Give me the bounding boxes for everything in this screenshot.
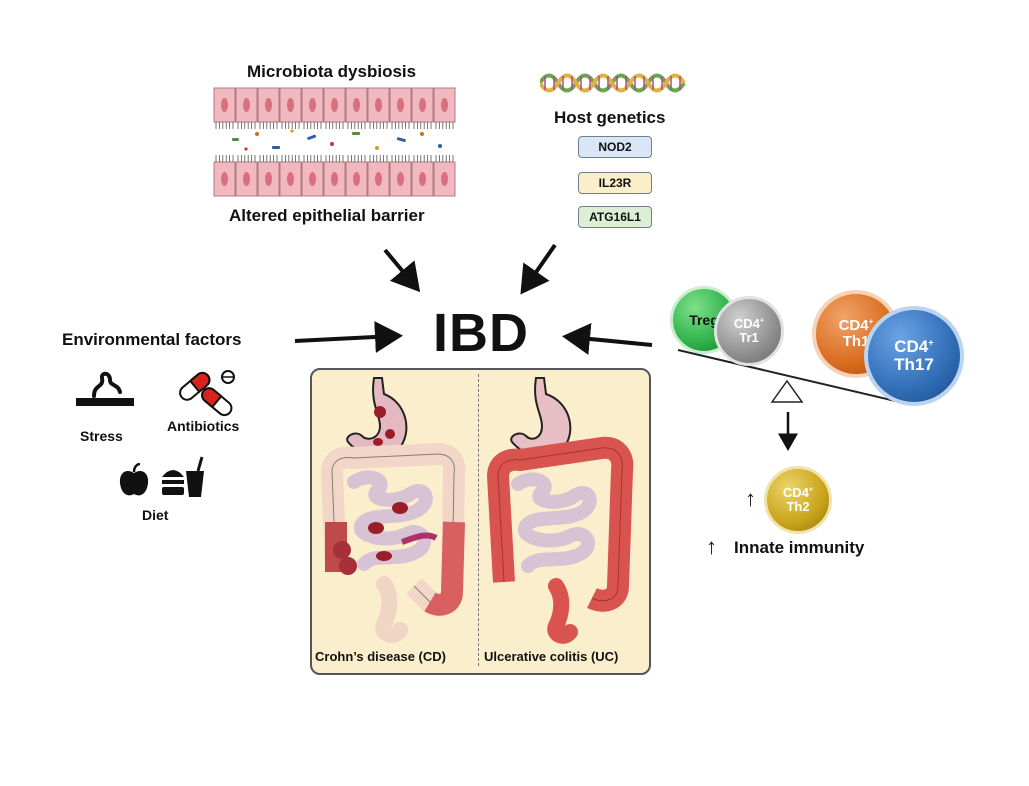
- dna-helix-icon: [540, 73, 686, 93]
- tr1-label: Tr1: [739, 330, 759, 345]
- treg-label: Treg: [689, 311, 719, 328]
- cell-nucleus: [221, 98, 228, 112]
- tr1-cd4: CD4: [733, 316, 760, 332]
- cell-nucleus: [441, 98, 448, 112]
- tr1-cell: CD4+ Tr1: [714, 296, 784, 366]
- cell-nucleus: [353, 98, 360, 112]
- cell-nucleus: [375, 172, 382, 186]
- gene-il23r: IL23R: [578, 172, 652, 194]
- cell-nucleus: [287, 98, 294, 112]
- cell-nucleus: [243, 172, 250, 186]
- antibiotics-label: Antibiotics: [167, 418, 240, 434]
- cell-nucleus: [353, 172, 360, 186]
- host-genetics-title: Host genetics: [554, 108, 666, 127]
- th1-label: Th1: [842, 333, 870, 350]
- epithelial-barrier-illustration: [213, 87, 456, 197]
- seesaw-beam: [677, 349, 909, 405]
- th17-cd4: CD4: [894, 337, 929, 357]
- cell-nucleus: [419, 172, 426, 186]
- cell-nucleus: [243, 98, 250, 112]
- cell-nucleus: [309, 172, 316, 186]
- smoking-icon: [76, 371, 134, 406]
- cell-nucleus: [397, 98, 404, 112]
- cell-nucleus: [397, 172, 404, 186]
- innate-immunity-label: Innate immunity: [734, 538, 865, 557]
- epithelial-barrier-label: Altered epithelial barrier: [229, 206, 425, 225]
- th2-cd4: CD4: [782, 485, 809, 501]
- th2-up-arrow: ↑: [745, 486, 756, 511]
- stress-label: Stress: [80, 428, 123, 444]
- th2-cell: CD4+ Th2: [764, 466, 832, 534]
- panel-divider: [478, 374, 479, 666]
- arrow-microbiota-to-ibd: [383, 248, 421, 293]
- diet-label: Diet: [142, 507, 169, 523]
- seesaw-fulcrum: [770, 379, 804, 403]
- fast-food-icon: [162, 456, 204, 497]
- ulcerative-colitis-label: Ulcerative colitis (UC): [484, 649, 619, 664]
- arrow-genetics-to-ibd: [520, 243, 557, 295]
- th1-cd4: CD4: [838, 317, 869, 335]
- th2-label: Th2: [786, 499, 810, 514]
- th17-cell: CD4+ Th17: [864, 306, 964, 406]
- cell-nucleus: [331, 172, 338, 186]
- pills-icon: [179, 370, 235, 417]
- cell-nucleus: [375, 98, 382, 112]
- bacteria-icons: [232, 129, 442, 151]
- innate-up-arrow: ↑: [706, 534, 717, 559]
- th17-label: Th17: [894, 355, 934, 374]
- crohns-disease-label: Crohn’s disease (CD): [315, 649, 446, 664]
- gene-nod2: NOD2: [578, 136, 652, 158]
- cell-nucleus: [309, 98, 316, 112]
- ibd-label: IBD: [433, 303, 529, 363]
- gene-atg16l1: ATG16L1: [578, 206, 652, 228]
- apple-icon: [119, 463, 149, 496]
- cell-nucleus: [441, 172, 448, 186]
- cell-nucleus: [265, 98, 272, 112]
- microbiota-title: Microbiota dysbiosis: [247, 62, 417, 81]
- cell-nucleus: [265, 172, 272, 186]
- arrow-environment-to-ibd: [294, 321, 403, 353]
- arrow-immune-to-ibd: [562, 323, 653, 355]
- cell-nucleus: [419, 98, 426, 112]
- environmental-factors-title: Environmental factors: [62, 330, 242, 349]
- cell-nucleus: [331, 98, 338, 112]
- ulcerative-colitis-gut-illustration: [486, 377, 634, 644]
- cell-nucleus: [221, 172, 228, 186]
- cell-nucleus: [287, 172, 294, 186]
- crohns-gut-illustration: [320, 377, 466, 644]
